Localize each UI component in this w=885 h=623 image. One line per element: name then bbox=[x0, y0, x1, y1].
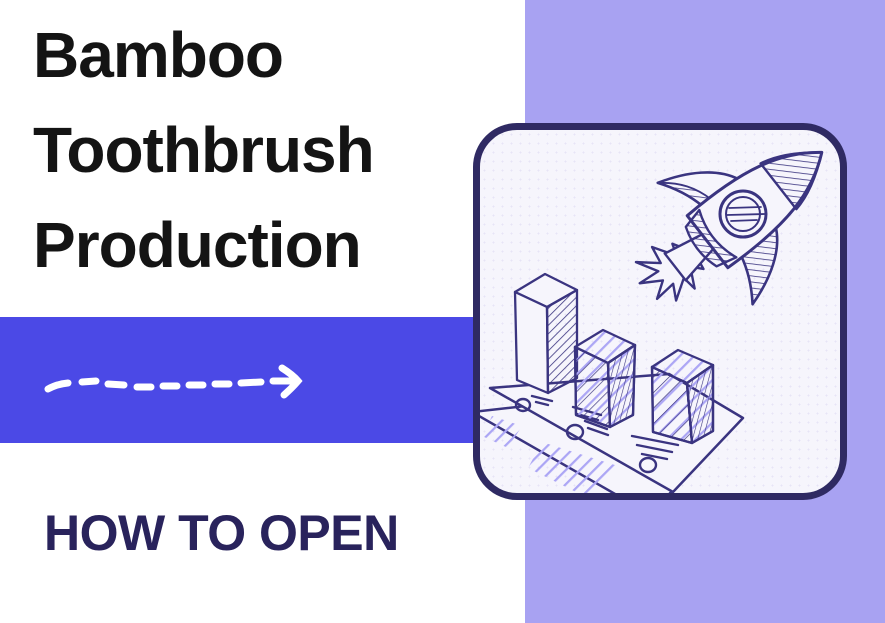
title-line: Toothbrush bbox=[33, 114, 375, 186]
title-line: Bamboo bbox=[33, 19, 284, 91]
doodle-circle bbox=[638, 456, 658, 474]
rocket-engine bbox=[684, 208, 738, 268]
page-title: Bamboo Toothbrush Production bbox=[33, 8, 473, 293]
doodle-circle bbox=[514, 397, 532, 413]
bar-tall bbox=[513, 272, 579, 395]
rocket-bar-chart-illustration bbox=[480, 150, 824, 493]
dashed-arrow-right-icon bbox=[44, 364, 303, 399]
bar-right bbox=[650, 348, 715, 445]
rocket-nose-cone bbox=[759, 151, 824, 211]
doodle-circle bbox=[565, 423, 585, 441]
illustration-card bbox=[473, 123, 847, 500]
bar-chart-icon bbox=[513, 272, 715, 445]
bar-middle bbox=[573, 328, 637, 429]
rocket-porthole bbox=[718, 189, 768, 239]
rocket-fin-lower bbox=[739, 225, 779, 306]
accent-band bbox=[0, 317, 474, 443]
how-to-open-label: HOW TO OPEN bbox=[44, 505, 399, 561]
rocket-icon bbox=[634, 150, 824, 306]
title-line: Production bbox=[33, 209, 362, 281]
